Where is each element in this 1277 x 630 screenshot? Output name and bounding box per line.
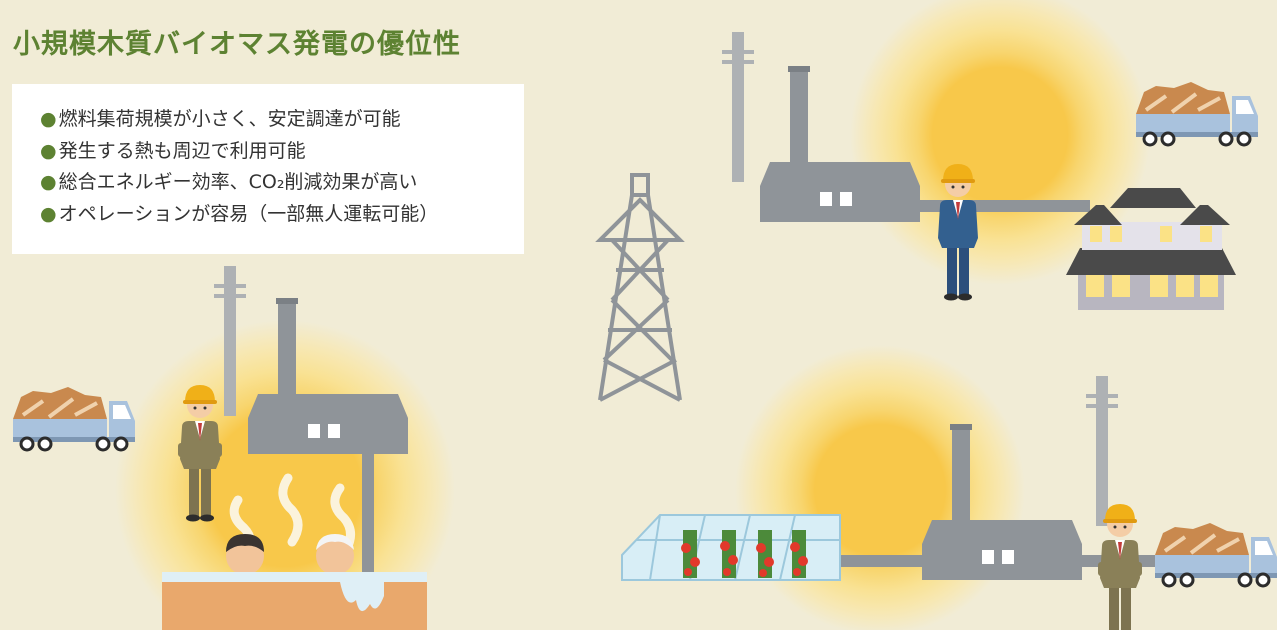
utility-pole-icon <box>722 32 754 182</box>
worker-icon <box>1098 504 1142 630</box>
bullet-icon: ● <box>40 139 57 162</box>
heat-glow-icon <box>735 345 1025 630</box>
page-title: 小規模木質バイオマス発電の優位性 <box>13 29 461 60</box>
hot-spring-bath-icon <box>162 473 427 630</box>
transmission-tower-icon <box>595 173 685 402</box>
wood-truck-icon <box>1153 521 1277 588</box>
benefit-text: 燃料集荷規模が小さく、安定調達が可能 <box>58 108 401 130</box>
wood-truck-icon <box>1134 80 1260 147</box>
bullet-icon: ● <box>40 171 57 193</box>
benefit-box: ●燃料集荷規模が小さく、安定調達が可能 ●発生する熱も周辺で利用可能 ●総合エネ… <box>12 84 524 254</box>
greenhouse-icon <box>621 514 841 581</box>
bullet-icon: ● <box>40 202 57 225</box>
benefit-list: ●燃料集荷規模が小さく、安定調達が可能 ●発生する熱も周辺で利用可能 ●総合エネ… <box>40 104 524 230</box>
benefit-item: ●発生する熱も周辺で利用可能 <box>40 136 524 168</box>
benefit-text: 総合エネルギー効率、CO₂削減効果が高い <box>58 171 418 193</box>
bullet-icon: ● <box>40 108 57 130</box>
benefit-text: オペレーションが容易（一部無人運転可能） <box>58 202 439 225</box>
heat-glow-icon <box>850 0 1150 285</box>
benefit-item: ●総合エネルギー効率、CO₂削減効果が高い <box>40 167 524 199</box>
benefit-item: ●燃料集荷規模が小さく、安定調達が可能 <box>40 104 524 136</box>
benefit-text: 発生する熱も周辺で利用可能 <box>58 139 306 162</box>
utility-pole-icon <box>1086 376 1118 526</box>
benefit-item: ●オペレーションが容易（一部無人運転可能） <box>40 199 524 231</box>
traditional-inn-icon <box>1066 188 1236 310</box>
wood-truck-icon <box>11 385 137 452</box>
